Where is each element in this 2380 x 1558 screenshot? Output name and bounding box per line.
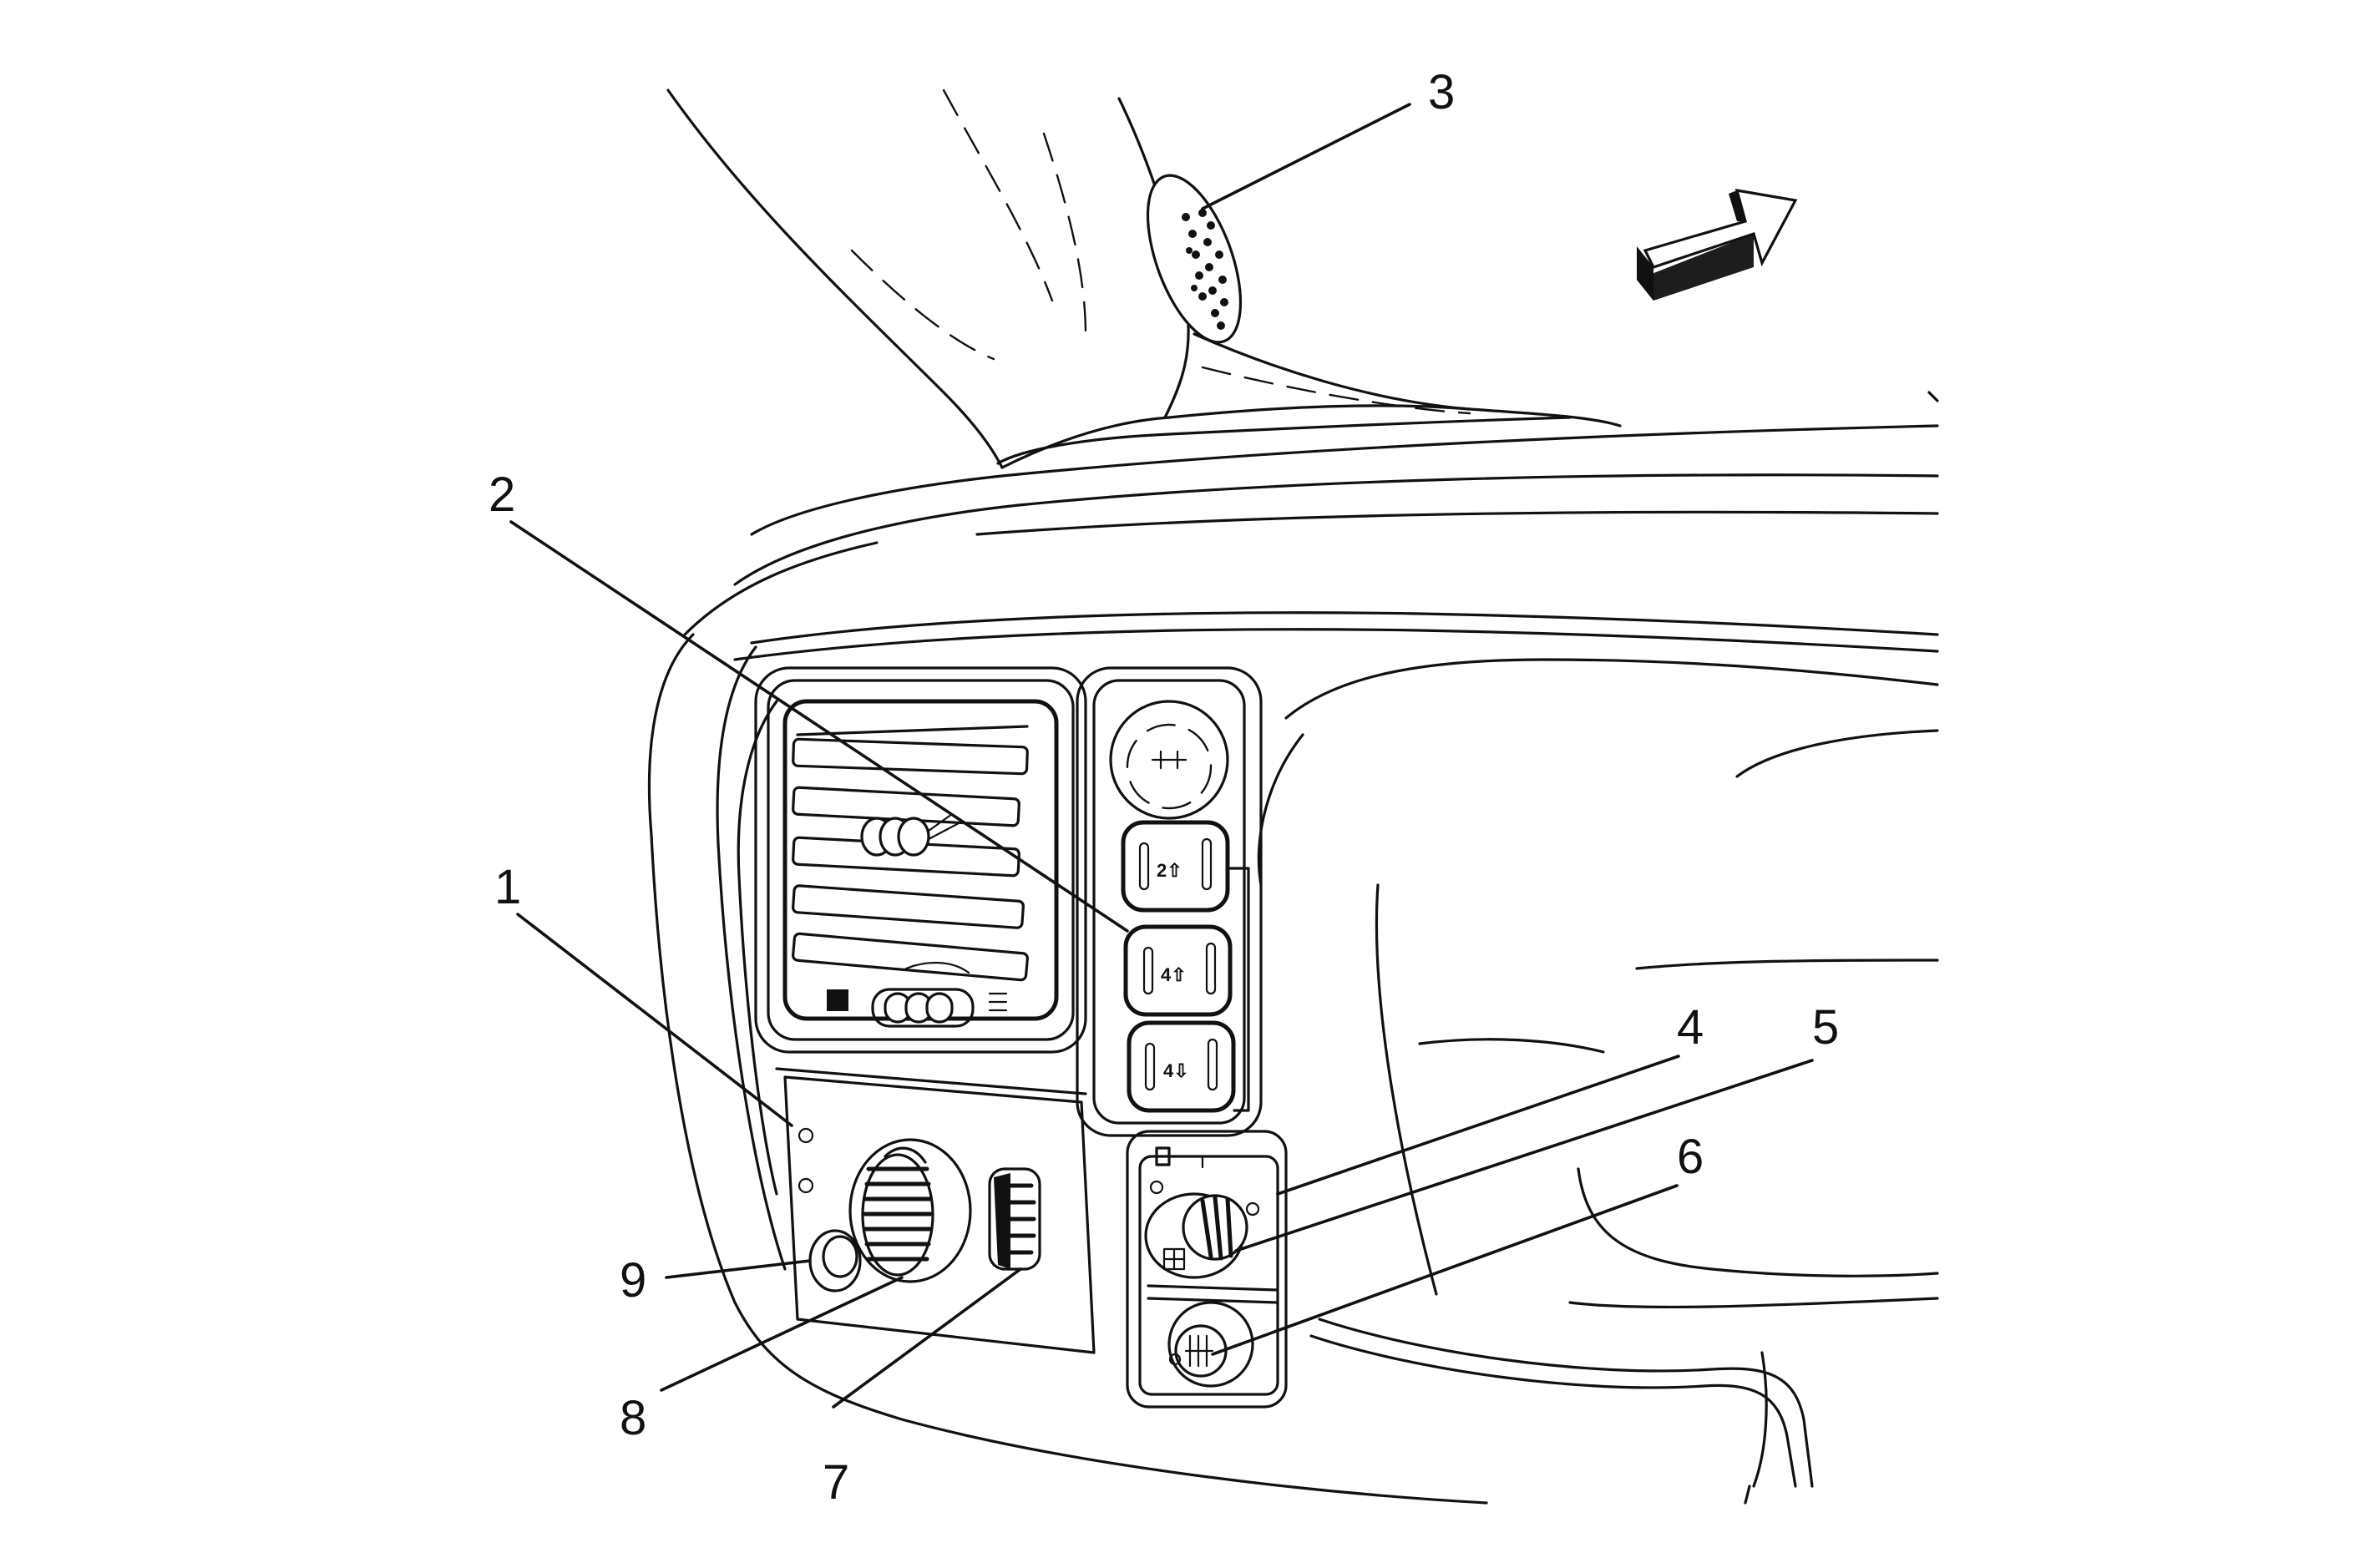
switch-2hi-label: 2⇧ [1157, 860, 1182, 881]
rear-defog-icon[interactable] [1167, 1301, 1254, 1388]
panel-dimmer-knob[interactable] [808, 1229, 862, 1292]
switch-4hi-label: 4⇧ [1161, 964, 1187, 985]
callout-9: 9 [620, 1253, 646, 1308]
direction-arrow-icon [1637, 188, 1798, 301]
air-vent [754, 666, 1087, 1054]
headlamp-switch-panel [775, 1067, 1096, 1354]
fog-lamp-switch-icon[interactable] [1144, 1192, 1248, 1279]
fog-defog-panel [1126, 1130, 1288, 1409]
callout-6: 6 [1677, 1130, 1704, 1184]
four-wd-switch-panel: 2⇧ 4⇧ 4⇩ [1076, 666, 1263, 1137]
switch-4lo-label: 4⇩ [1163, 1060, 1189, 1081]
leader-lines [509, 103, 1814, 1409]
callout-4: 4 [1677, 1000, 1704, 1055]
callout-5: 5 [1812, 1000, 1839, 1055]
callout-2: 2 [489, 468, 515, 522]
dimmer-wheel-icon[interactable] [988, 1167, 1041, 1271]
callout-3: 3 [1428, 65, 1455, 119]
callout-1: 1 [494, 860, 521, 914]
a-pillar [666, 89, 1622, 469]
switch-4lo[interactable]: 4⇩ [1127, 1020, 1236, 1113]
callout-8: 8 [620, 1391, 646, 1445]
callout-labels: 3 2 1 4 5 6 9 8 7 [489, 65, 1839, 1510]
dashboard-top [683, 391, 1939, 661]
dashboard-right-body [1257, 658, 1939, 1505]
dashboard-left-body [647, 633, 1488, 1505]
switch-4hi[interactable]: 4⇧ [1123, 924, 1233, 1017]
speaker-grille-icon [1146, 174, 1243, 344]
headlamp-switch-icon[interactable] [848, 1138, 972, 1283]
switch-2hi[interactable]: 2⇧ [1121, 820, 1230, 913]
callout-7: 7 [823, 1455, 849, 1510]
